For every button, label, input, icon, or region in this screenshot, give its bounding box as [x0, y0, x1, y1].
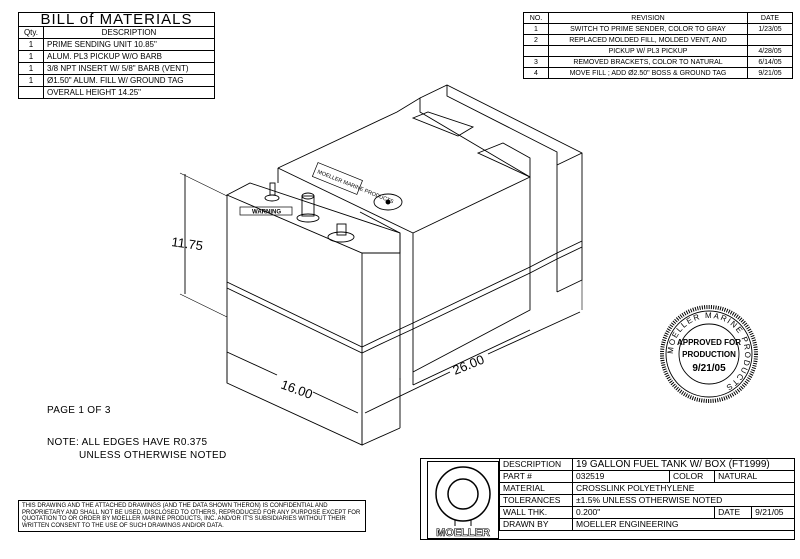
svg-text:MOELLER: MOELLER: [436, 527, 490, 538]
vent-fitting: [264, 182, 280, 202]
color-label: COLOR: [668, 470, 715, 483]
rev-no: 4: [523, 67, 549, 79]
wall-thickness-value: 0.200": [571, 506, 715, 519]
date-label: DATE: [714, 506, 752, 519]
bom-row: OVERALL HEIGHT 14.25": [18, 86, 215, 99]
approval-stamp: MOELLER MARINE PRODUCTS APPROVED FOR PRO…: [660, 305, 758, 403]
color-value: NATURAL: [714, 470, 794, 483]
svg-text:26.00: 26.00: [451, 352, 487, 378]
brand-plate: MOELLER MARINE PRODUCTS: [311, 162, 394, 206]
tolerances-label: TOLERANCES: [499, 494, 573, 507]
note-line-1: NOTE: ALL EDGES HAVE R0.375: [47, 437, 208, 448]
moeller-logo: MOELLER: [427, 461, 499, 539]
svg-text:APPROVED FOR: APPROVED FOR: [677, 338, 741, 347]
pickup-fitting: [327, 223, 355, 243]
page-label: PAGE 1 OF 3: [47, 405, 111, 416]
confidentiality-notice: THIS DRAWING AND THE ATTACHED DRAWINGS (…: [18, 500, 366, 532]
drawn-by-value: MOELLER ENGINEERING: [572, 518, 794, 531]
tank-back-block: [419, 84, 583, 293]
fill-cap: [296, 192, 320, 223]
height-dimension: 11.75: [171, 172, 228, 318]
svg-text:16.00: 16.00: [279, 377, 315, 402]
sending-unit: [373, 193, 403, 211]
rev-text: MOVE FILL ; ADD Ø2.50" BOSS & GROUND TAG: [548, 67, 748, 79]
rev-date: 9/21/05: [747, 67, 793, 79]
tank-seam-band: [226, 240, 583, 348]
tank-front-block-top: [225, 182, 401, 254]
bom-description: OVERALL HEIGHT 14.25": [43, 86, 215, 99]
note-line-2: UNLESS OTHERWISE NOTED: [79, 450, 227, 461]
tank-main-body: [277, 97, 531, 373]
wall-thickness-label: WALL THK.: [499, 506, 573, 519]
description-label: DESCRIPTION: [499, 459, 573, 471]
svg-text:9/21/05: 9/21/05: [692, 363, 726, 374]
date-value: 9/21/05: [751, 506, 794, 519]
svg-text:WARNING: WARNING: [252, 210, 281, 216]
svg-text:MOELLER MARINE PRODUCTS: MOELLER MARINE PRODUCTS: [316, 169, 394, 205]
warning-label: WARNING: [239, 206, 293, 216]
description-value: 19 GALLON FUEL TANK W/ BOX (FT1999): [572, 459, 794, 471]
tolerances-value: ±1.5% UNLESS OTHERWISE NOTED: [572, 494, 794, 507]
svg-text:11.75: 11.75: [171, 234, 204, 253]
material-label: MATERIAL: [499, 482, 573, 495]
drawn-by-label: DRAWN BY: [499, 518, 573, 531]
part-value: 032519: [572, 470, 670, 483]
svg-text:PRODUCTION: PRODUCTION: [682, 350, 736, 359]
part-label: PART #: [499, 470, 573, 483]
material-value: CROSSLINK POLYETHYLENE: [572, 482, 794, 495]
width-dimension: 16.00: [226, 351, 363, 445]
